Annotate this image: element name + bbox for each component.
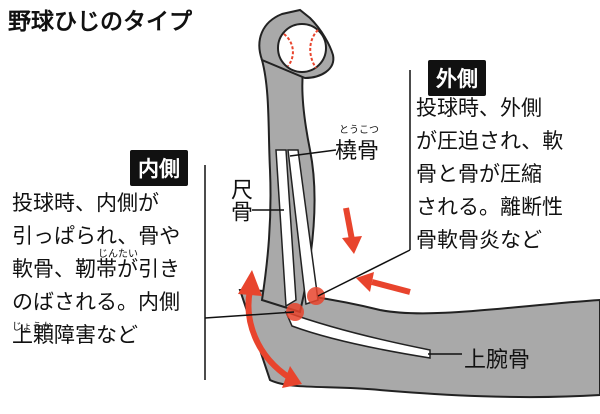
inner-leader xyxy=(204,311,295,319)
pain-point-inner xyxy=(286,303,304,321)
baseball-icon xyxy=(277,23,327,73)
radius-label: 橈骨 xyxy=(335,139,380,164)
radius-reading: とうこつ xyxy=(339,125,379,136)
outer-leader-diag xyxy=(317,249,411,297)
humerus-label: 上腕骨 xyxy=(464,348,531,373)
epicondyle-reading: じょうか xyxy=(12,322,52,333)
inner-line: 引っぱられ、骨や xyxy=(12,224,181,248)
radius-leader xyxy=(289,149,337,157)
outer-line: 骨と骨が圧縮 xyxy=(416,162,542,186)
inner-line: のばされる。内側 xyxy=(12,290,180,314)
outer-line: が圧迫され、軟 xyxy=(416,129,564,153)
outer-description: 投球時、外側 が圧迫され、軟 骨と骨が圧縮 される。離断性 骨軟骨炎など xyxy=(416,92,563,257)
inner-line: 軟骨、靭帯が引き xyxy=(12,257,180,281)
pain-point-outer xyxy=(307,287,325,305)
page-title: 野球ひじのタイプ xyxy=(8,9,192,35)
ulna-label: 尺骨 xyxy=(227,178,252,222)
outer-line: される。離断性 xyxy=(416,195,563,219)
outer-tag: 外側 xyxy=(428,60,486,96)
inner-tag: 内側 xyxy=(130,150,188,186)
inner-line: 投球時、内側が xyxy=(12,191,159,215)
inner-line: 上顆障害など xyxy=(12,323,138,347)
ligament-reading: じんたい xyxy=(98,249,138,260)
outer-line: 骨軟骨炎など xyxy=(416,228,542,252)
ulna-bone xyxy=(275,149,297,308)
inner-description: 投球時、内側が 引っぱられ、骨や 軟骨、靭帯が引き のばされる。内側 上顆障害な… xyxy=(12,187,180,352)
upper-arm xyxy=(238,288,600,399)
outer-line: 投球時、外側 xyxy=(416,96,542,120)
compression-arrow-right xyxy=(356,272,411,295)
compression-arrow-top xyxy=(342,207,362,254)
traction-arrow-inner xyxy=(238,270,302,388)
